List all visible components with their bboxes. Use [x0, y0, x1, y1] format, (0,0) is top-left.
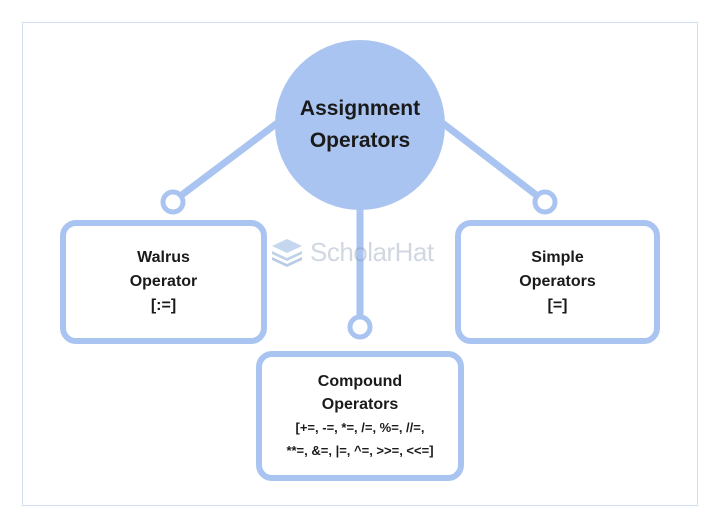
- compound-syntax-line2: **=, &=, |=, ^=, >>=, <<=]: [286, 443, 434, 458]
- walrus-syntax: [:=]: [150, 297, 177, 314]
- simple-syntax: [=]: [547, 297, 568, 314]
- simple-label-line1: Simple: [531, 249, 584, 266]
- scholarhat-watermark: ScholarHat: [270, 234, 434, 270]
- connector-node-bottom: [347, 314, 373, 340]
- connector-node-right: [532, 189, 558, 215]
- connector-left: [179, 111, 292, 198]
- walrus-label-line1: Walrus: [137, 249, 190, 266]
- walrus-label-line2: Operator: [129, 273, 198, 290]
- node-walrus-operator: Walrus Operator [:=]: [60, 220, 267, 344]
- compound-label-line1: Compound: [317, 373, 403, 390]
- connector-right: [428, 111, 539, 198]
- compound-syntax-line1: [+=, -=, *=, /=, %=, //=,: [295, 420, 425, 435]
- watermark-text: ScholarHat: [310, 236, 434, 267]
- stacked-layers-icon: [272, 239, 302, 267]
- simple-label-line2: Operators: [519, 273, 596, 290]
- center-title-line2: Operators: [309, 129, 411, 152]
- connector-node-left: [160, 189, 186, 215]
- center-title-line1: Assignment: [299, 97, 421, 120]
- node-compound-operators: Compound Operators [+=, -=, *=, /=, %=, …: [256, 351, 464, 481]
- center-node-assignment-operators: Assignment Operators: [275, 40, 445, 210]
- compound-label-line2: Operators: [321, 396, 399, 413]
- node-simple-operators: Simple Operators [=]: [455, 220, 660, 344]
